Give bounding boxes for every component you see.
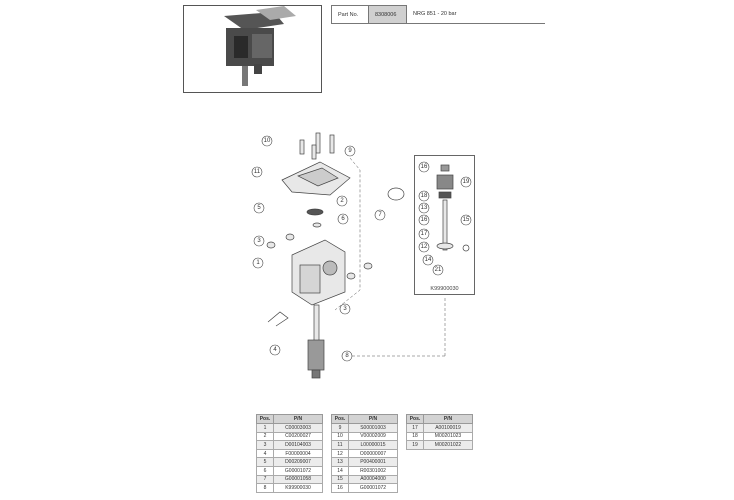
column-header: P/N — [348, 414, 398, 424]
position: 5 — [256, 457, 274, 467]
callout: 2 — [340, 198, 344, 204]
callout: 7 — [378, 212, 382, 218]
product-photo — [183, 5, 322, 93]
part-number: D00209007 — [273, 457, 323, 467]
callout: 4 — [273, 347, 277, 353]
callout: 1 — [256, 260, 260, 266]
kit-callout: 16 — [421, 164, 428, 170]
position: 4 — [256, 448, 274, 459]
kit-callout: 16 — [421, 217, 428, 223]
column-header: Pos. — [256, 414, 274, 424]
kit-callout: 13 — [421, 205, 428, 211]
position: 17 — [406, 423, 424, 433]
callout: 6 — [341, 216, 345, 222]
table-header: Pos.P/N — [406, 414, 473, 424]
part-number: S00001003 — [348, 423, 398, 433]
position: 8 — [256, 483, 274, 493]
table-header: Pos.P/N — [256, 414, 323, 424]
part-number: M00201023 — [423, 431, 473, 442]
position: 3 — [256, 440, 274, 450]
part-number: C00003003 — [273, 423, 323, 433]
callout: 3 — [257, 238, 261, 244]
repair-kit-box — [414, 155, 475, 295]
callout: 9 — [348, 148, 352, 154]
part-number: L00000015 — [348, 440, 398, 450]
kit-callout: 19 — [463, 179, 470, 185]
part-number: A00100019 — [423, 423, 473, 433]
position: 11 — [331, 440, 349, 450]
part-header: Part No. 8308006 NRG 851 - 20 bar — [331, 5, 545, 24]
kit-callout: 17 — [421, 231, 428, 237]
position: 12 — [331, 448, 349, 459]
column-header: P/N — [423, 414, 473, 424]
position: 9 — [331, 423, 349, 433]
position: 14 — [331, 465, 349, 476]
position: 18 — [406, 431, 424, 442]
kit-callout: 15 — [463, 217, 470, 223]
table-header: Pos.P/N — [331, 414, 398, 424]
part-number: O00000007 — [348, 448, 398, 459]
part-number: V00002009 — [348, 431, 398, 442]
column-header: P/N — [273, 414, 323, 424]
part-number: D00104003 — [273, 440, 323, 450]
position: 1 — [256, 423, 274, 433]
part-number: F00000004 — [273, 448, 323, 459]
repair-kit-label: K99900030 — [430, 286, 459, 292]
part-description: NRG 851 - 20 bar — [413, 11, 457, 17]
callout: 10 — [264, 138, 271, 144]
position: 13 — [331, 457, 349, 467]
callout: 5 — [257, 205, 261, 211]
kit-callout: 14 — [425, 257, 432, 263]
kit-callout: 21 — [435, 267, 442, 273]
part-number: P00400001 — [348, 457, 398, 467]
callout: 8 — [345, 353, 349, 359]
part-no-label: Part No. — [331, 5, 369, 23]
kit-callout: 12 — [421, 244, 428, 250]
column-header: Pos. — [406, 414, 424, 424]
part-number: G00001072 — [348, 483, 398, 493]
part-number: G00001072 — [273, 465, 323, 476]
part-number: K99900030 — [273, 483, 323, 493]
callout: 3 — [343, 306, 347, 312]
position: 16 — [331, 483, 349, 493]
part-no-value: 8308006 — [369, 5, 407, 23]
kit-callout: 18 — [421, 193, 428, 199]
position: 15 — [331, 474, 349, 485]
position: 6 — [256, 465, 274, 476]
callout: 11 — [254, 169, 261, 175]
position: 10 — [331, 431, 349, 442]
part-number: R00301002 — [348, 465, 398, 476]
part-number: G00001058 — [273, 474, 323, 485]
position: 2 — [256, 431, 274, 442]
position: 7 — [256, 474, 274, 485]
part-number: A00004000 — [348, 474, 398, 485]
position: 19 — [406, 440, 424, 450]
part-number: C00200027 — [273, 431, 323, 442]
part-number: M00201022 — [423, 440, 473, 450]
column-header: Pos. — [331, 414, 349, 424]
